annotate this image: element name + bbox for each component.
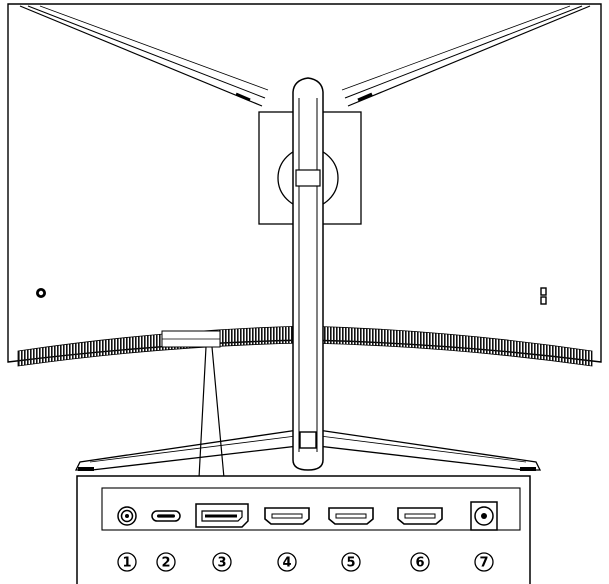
- port-number-4: 4: [277, 552, 297, 572]
- stand-neck: [292, 77, 324, 471]
- usb-c-port-icon: [151, 510, 181, 522]
- port-number-6: 6: [410, 552, 430, 572]
- port-number-5: 5: [341, 552, 361, 572]
- dc-power-in-icon: [470, 501, 498, 531]
- port-number-2: 2: [156, 552, 176, 572]
- port-number-label: 2: [161, 556, 170, 571]
- hdmi-port-icon: [264, 507, 310, 525]
- port-panel: [76, 475, 531, 584]
- audio-jack-icon: [117, 506, 137, 526]
- port-number-7: 7: [474, 552, 494, 572]
- cable-clip: [299, 431, 317, 449]
- hdmi-port-icon: [397, 507, 443, 525]
- port-number-3: 3: [212, 552, 232, 572]
- port-number-label: 5: [346, 556, 355, 571]
- port-number-label: 1: [122, 556, 131, 571]
- hdmi-port-icon: [328, 507, 374, 525]
- kensington-lock-icon: [540, 287, 547, 305]
- monitor-stand: [74, 77, 542, 471]
- port-number-1: 1: [117, 552, 137, 572]
- port-number-label: 6: [415, 556, 424, 571]
- port-number-label: 3: [217, 556, 226, 571]
- port-number-label: 4: [282, 556, 291, 571]
- displayport-icon: [195, 503, 249, 528]
- port-number-label: 7: [479, 556, 488, 571]
- callout-line: [198, 346, 225, 479]
